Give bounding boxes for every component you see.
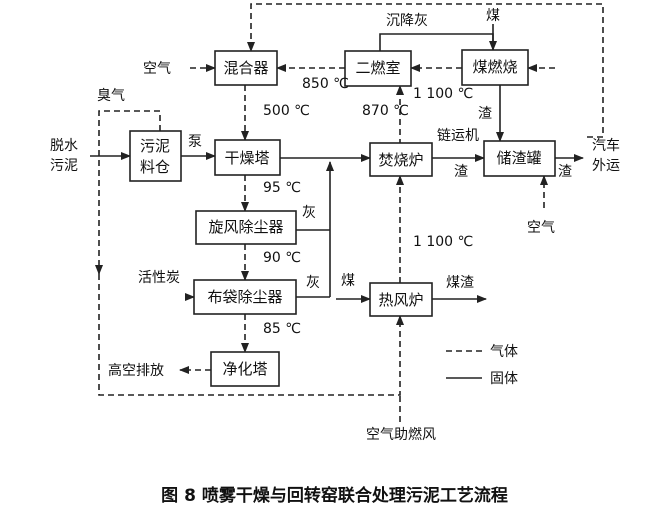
incinerator-box: 焚烧炉 [369, 142, 433, 177]
temp-1100-mid-label: 1 100 ℃ [413, 234, 473, 250]
coal-mid-label: 煤 [341, 273, 355, 289]
ash-cyclone-label: 灰 [302, 205, 316, 221]
dryer-tower-label: 干燥塔 [224, 149, 269, 167]
slag-upper-label: 渣 [478, 106, 492, 122]
coal-top-label: 煤 [486, 8, 500, 24]
mixer-label: 混合器 [223, 59, 268, 77]
chain-conveyor-label: 链运机 [437, 128, 479, 144]
slag-tank-box: 储渣罐 [483, 140, 556, 177]
truck-label-1: 汽车 [592, 137, 620, 154]
temp-1100-top-label: 1 100 ℃ [413, 86, 473, 102]
sludge-bin-label-1: 污泥 [140, 137, 170, 155]
dewatered-sludge-label-1: 脱水 [50, 138, 78, 154]
sludge-bin-box: 污泥 料仓 [129, 130, 182, 182]
slag-right-label: 渣 [558, 164, 572, 180]
incinerator-label: 焚烧炉 [378, 151, 423, 169]
air-bottom-right-label: 空气 [527, 220, 555, 236]
temp-90-label: 90 ℃ [263, 250, 301, 266]
temp-95-label: 95 ℃ [263, 180, 301, 196]
temp-500-label: 500 ℃ [263, 103, 310, 119]
bag-filter-label: 布袋除尘器 [207, 288, 282, 306]
mixer-box: 混合器 [214, 50, 278, 86]
legend-solid-label: 固体 [490, 371, 518, 387]
secondary-combustion-label: 二燃室 [355, 59, 400, 77]
gas-odor-loop [95, 110, 161, 275]
temp-870-label: 870 ℃ [362, 103, 409, 119]
slag-mid-label: 渣 [454, 164, 468, 180]
pump-label: 泵 [188, 134, 202, 150]
temp-850-label: 850 ℃ [302, 76, 349, 92]
slag-tank-label: 储渣罐 [496, 149, 541, 167]
sludge-bin-label-2: 料仓 [140, 158, 170, 176]
odor-gas-label: 臭气 [97, 88, 125, 104]
high-emission-label: 高空排放 [108, 362, 164, 379]
secondary-combustion-box: 二燃室 [344, 50, 412, 87]
figure-caption: 图 8 喷雾干燥与回转窑联合处理污泥工艺流程 [161, 486, 508, 506]
cyclone-box: 旋风除尘器 [195, 210, 297, 245]
truck-label-2: 外运 [592, 158, 620, 174]
combustion-air-label: 空气助燃风 [366, 426, 436, 443]
gas-bottom-loop [98, 274, 404, 396]
cyclone-label: 旋风除尘器 [208, 218, 283, 236]
coal-burn-box: 煤燃烧 [461, 49, 529, 86]
bag-filter-box: 布袋除尘器 [193, 279, 297, 315]
temp-85-label: 85 ℃ [263, 321, 301, 337]
coal-slag-label: 煤渣 [446, 275, 474, 291]
dewatered-sludge-label-2: 污泥 [50, 158, 78, 174]
ash-bag-label: 灰 [306, 275, 320, 291]
activated-carbon-label: 活性炭 [138, 270, 180, 286]
settle-ash-label: 沉降灰 [386, 13, 428, 29]
dryer-tower-box: 干燥塔 [214, 139, 281, 176]
air-left-label: 空气 [143, 61, 171, 77]
gas-loop-top [247, 3, 604, 138]
purify-tower-label: 净化塔 [222, 360, 267, 378]
legend-gas-label: 气体 [490, 344, 518, 360]
solid-settle-ash [379, 33, 494, 51]
coal-burn-label: 煤燃烧 [472, 58, 517, 76]
hot-air-furnace-box: 热风炉 [369, 282, 433, 317]
legend: 气体 固体 [446, 344, 518, 387]
purify-tower-box: 净化塔 [210, 351, 280, 387]
hot-air-furnace-label: 热风炉 [378, 291, 423, 309]
